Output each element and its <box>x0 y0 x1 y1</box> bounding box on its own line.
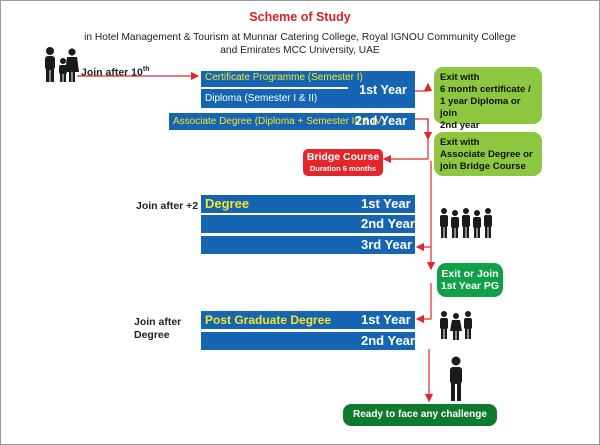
pg-year-2-label: 2nd Year <box>361 333 415 348</box>
bridge-course-title: Bridge Course <box>306 151 380 163</box>
arrow-bridge-to-3rd <box>415 161 432 252</box>
arrow-to-bridge <box>382 119 429 164</box>
degree-year-3-label: 3rd Year <box>361 237 413 252</box>
exit-box-3: Exit or Join 1st Year PG <box>437 263 503 297</box>
degree-third-year-bar: 3rd Year <box>201 236 415 254</box>
exit-box-1: Exit with 6 month certificate / 1 year D… <box>434 67 542 131</box>
degree-year-1-label: 1st Year <box>361 196 411 211</box>
pg-first-year-bar: Post Graduate Degree 1st Year <box>201 311 415 329</box>
exit-3-line-2: 1st Year PG <box>440 280 500 292</box>
subtitle-line-2: and Emirates MCC University, UAE <box>220 45 380 56</box>
arrow-to-exit2 <box>414 118 433 141</box>
exit-2-line-3: join Bridge Course <box>440 161 526 172</box>
join-after-degree-line-1: Join after <box>134 316 182 328</box>
ready-box: Ready to face any challenge <box>343 404 497 426</box>
exit-2-line-1: Exit with <box>440 137 480 148</box>
page-title: Scheme of Study <box>249 10 351 24</box>
degree-year-2-label: 2nd Year <box>361 216 415 231</box>
join-after-plus2-label: Join after +2 <box>136 200 199 212</box>
join-after-degree-line-2: Degree <box>134 329 170 341</box>
exit-1-line-2: 6 month certificate / <box>440 84 531 95</box>
bridge-course-box: Bridge Course Duration 6 months <box>303 149 383 176</box>
join-after-degree-label: Join after Degree <box>134 316 181 342</box>
degree-label: Degree <box>205 196 250 211</box>
exit-1-line-1: Exit with <box>440 72 480 83</box>
diploma-year-label: 1st Year <box>359 83 407 97</box>
subtitle-line-1: in Hotel Management & Tourism at Munnar … <box>84 32 516 43</box>
person-icon <box>450 356 462 401</box>
certificate-divider <box>201 87 348 89</box>
associate-year-label: 2nd Year <box>355 114 407 128</box>
exit-2-line-2: Associate Degree or <box>440 149 533 160</box>
group-people-icon <box>440 208 492 238</box>
exit-1-line-4: 2nd year <box>440 120 480 131</box>
arrow-to-exit1 <box>414 82 433 92</box>
exit-3-line-1: Exit or Join <box>441 268 499 280</box>
exit-1-line-3: 1 year Diploma or join <box>440 96 521 119</box>
associate-degree-label: Associate Degree (Diploma + Semester III… <box>173 116 386 127</box>
pg-year-1-label: 1st Year <box>361 312 411 327</box>
diploma-label: Diploma (Semester I & II) <box>205 93 318 104</box>
trio-people-icon <box>440 311 472 340</box>
join-after-10th-label: Join after 10th <box>81 66 150 79</box>
pg-label: Post Graduate Degree <box>205 313 332 327</box>
pg-second-year-bar: 2nd Year <box>201 332 415 350</box>
degree-first-year-bar: Degree 1st Year <box>201 195 415 213</box>
bridge-course-duration: Duration 6 months <box>309 164 377 173</box>
arrow-to-pg <box>415 283 432 324</box>
degree-second-year-bar: 2nd Year <box>201 215 415 233</box>
certificate-programme-label: Certificate Programme (Semester I) <box>205 72 363 83</box>
exit-box-2: Exit with Associate Degree or join Bridg… <box>434 132 542 176</box>
family-icon <box>45 47 79 82</box>
diploma-block <box>201 71 415 108</box>
associate-degree-bar: Associate Degree (Diploma + Semester III… <box>169 113 415 130</box>
